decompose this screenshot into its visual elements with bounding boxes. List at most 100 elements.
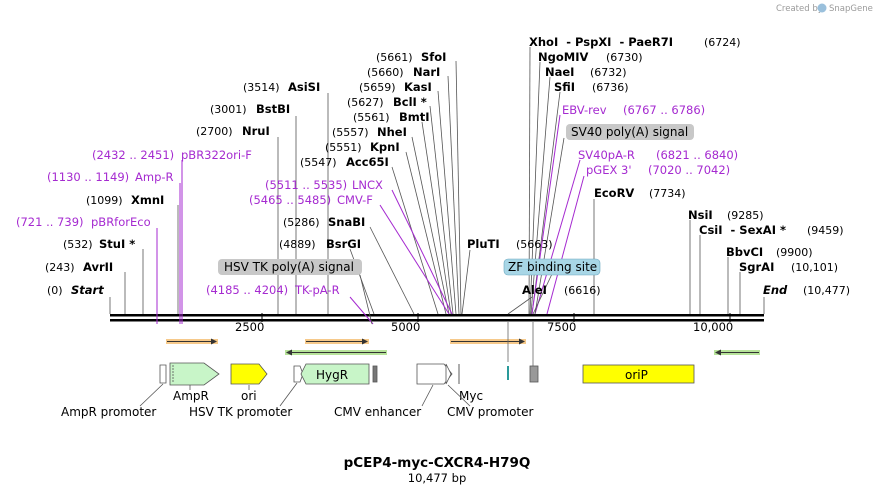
enzyme-name-sfoi: SfoI <box>421 50 446 64</box>
primer-name-pbr322ori-f: pBR322ori-F <box>181 148 252 162</box>
primer-lines <box>156 114 585 325</box>
enzyme-pos-bmti: (5561) <box>353 111 390 124</box>
feature-label-cmv-enhancer: CMV enhancer <box>334 405 421 419</box>
enzyme-pos-xhoi: (6724) <box>704 36 741 49</box>
enzyme-pos-snabi: (5286) <box>283 216 320 229</box>
sv40-polya-label: SV40 poly(A) signal <box>571 125 688 139</box>
enzyme-pos-bcli: (5627) <box>347 96 384 109</box>
enzyme-pos-ecorv: (7734) <box>649 187 686 200</box>
ruler: 2500 5000 7500 10,000 <box>235 313 733 334</box>
backbone <box>110 314 764 322</box>
brand-text: SnapGene <box>829 4 873 14</box>
feature-label-connectors <box>139 382 471 407</box>
enzyme-name-kasi: KasI <box>404 80 432 94</box>
primer-name-amp-r: Amp-R <box>135 170 174 184</box>
enzyme-name-bcli: BclI * <box>393 95 427 109</box>
zf-binding-box: ZF binding site <box>503 258 601 276</box>
orf-arrow-3 <box>305 338 369 345</box>
enzyme-pos-kasi: (5659) <box>359 81 396 94</box>
enzyme-name-csii: CsiI - SexAI * <box>699 223 786 237</box>
enzyme-pos-asisi: (3514) <box>243 81 280 94</box>
enzyme-name-end: End <box>763 283 788 297</box>
plasmid-title: pCEP4-myc-CXCR4-H79Q <box>344 455 531 471</box>
ruler-label-5000: 5000 <box>391 320 420 334</box>
enzyme-pos-nrui: (2700) <box>196 125 233 138</box>
orf-arrow-2 <box>285 349 387 356</box>
primer-name-pgex3: pGEX 3' <box>586 163 632 177</box>
primer-range-pbrforeco: (721 .. 739) <box>16 215 84 229</box>
zf-binding-label: ZF binding site <box>508 260 597 274</box>
enzyme-name-start: Start <box>71 283 104 297</box>
enzyme-name-nsii: NsiI <box>688 208 713 222</box>
feature-label-cmv-promoter: CMV promoter <box>447 405 534 419</box>
enzyme-pos-avrii: (243) <box>45 261 75 274</box>
primer-range-amp-r: (1130 .. 1149) <box>47 170 129 184</box>
plasmid-length: 10,477 bp <box>408 471 467 485</box>
enzyme-name-bmti: BmtI <box>399 110 430 124</box>
feature-ori <box>230 363 268 385</box>
enzyme-pos-sfoi: (5661) <box>376 51 413 64</box>
feature-hygr <box>300 363 370 385</box>
enzyme-name-kpni: KpnI <box>370 140 400 154</box>
enzyme-lines <box>109 46 765 315</box>
enzyme-pos-csii: (9459) <box>807 224 844 237</box>
enzyme-pos-ngomiv: (6730) <box>606 51 643 64</box>
orf-arrow-4 <box>450 338 526 345</box>
feature-label-hsv-tk-promoter: HSV TK promoter <box>189 405 292 419</box>
feature-ampr <box>169 362 220 386</box>
orf-arrow-5 <box>714 349 760 356</box>
enzyme-pos-bbvci: (9900) <box>776 246 813 259</box>
feature-label-ampr-promoter: AmpR promoter <box>61 405 156 419</box>
primer-name-ebv-rev: EBV-rev <box>562 103 607 117</box>
feature-label-ori: ori <box>241 389 257 403</box>
feature-shapes <box>159 362 695 386</box>
enzyme-name-nhei: NheI <box>377 125 407 139</box>
ruler-label-7500: 7500 <box>547 320 576 334</box>
primer-range-sv40pa-r: (6821 .. 6840) <box>656 148 738 162</box>
primer-name-tk-pa-r: TK-pA-R <box>294 283 340 297</box>
enzyme-pos-nhei: (5557) <box>332 126 369 139</box>
feature-label-orip: oriP <box>625 368 648 382</box>
enzyme-name-bsrgi: BsrGI <box>326 237 361 251</box>
enzyme-name-nari: NarI <box>413 65 440 79</box>
enzyme-name-avrii: AvrII <box>83 260 113 274</box>
primer-name-sv40pa-r: SV40pA-R <box>578 148 635 162</box>
enzyme-pos-stui: (532) <box>63 238 93 251</box>
primer-name-lncx: LNCX <box>352 178 383 192</box>
enzyme-name-snabi: SnaBI <box>328 215 365 229</box>
enzyme-pos-naei: (6732) <box>590 66 627 79</box>
primer-range-cmv-f: (5465 .. 5485) <box>249 193 331 207</box>
enzyme-name-naei: NaeI <box>545 65 574 79</box>
enzyme-pos-start: (0) <box>47 284 63 297</box>
hsv-tk-polya-box: HSV TK poly(A) signal <box>218 259 362 275</box>
enzyme-name-bbvci: BbvCI <box>726 245 763 259</box>
snapgene-logo-icon <box>817 3 827 13</box>
enzyme-pos-nari: (5660) <box>367 66 404 79</box>
orf-arrow-1 <box>166 338 218 345</box>
enzyme-name-pluti: PluTI <box>467 237 500 251</box>
feature-label-hygr: HygR <box>316 368 348 382</box>
ruler-label-10000: 10,000 <box>693 320 733 334</box>
enzyme-pos-bstbi: (3001) <box>210 103 247 116</box>
primer-range-tk-pa-r: (4185 .. 4204) <box>206 283 288 297</box>
primer-name-cmv-f: CMV-F <box>337 193 373 207</box>
enzyme-pos-kpni: (5551) <box>325 141 362 154</box>
feature-orip <box>582 364 695 384</box>
enzyme-pos-nsii: (9285) <box>727 209 764 222</box>
enzyme-name-bstbi: BstBI <box>256 102 290 116</box>
enzyme-name-sgrai: SgrAI <box>739 260 774 274</box>
enzyme-name-xhoi: XhoI - PspXI - PaeR7I <box>529 35 673 49</box>
enzyme-name-ecorv: EcoRV <box>594 186 634 200</box>
feature-label-myc: Myc <box>459 389 483 403</box>
enzyme-pos-xmni: (1099) <box>86 194 123 207</box>
enzyme-pos-sgrai: (10,101) <box>791 261 838 274</box>
enzyme-name-alei: AleI <box>522 283 547 297</box>
enzyme-name-stui: StuI * <box>99 237 135 251</box>
primer-range-pgex3: (7020 .. 7042) <box>648 163 730 177</box>
enzyme-name-asisi: AsiSI <box>288 80 320 94</box>
primer-range-ebv-rev: (6767 .. 6786) <box>623 103 705 117</box>
enzyme-pos-bsrgi: (4889) <box>279 238 316 251</box>
enzyme-pos-end: (10,477) <box>803 284 850 297</box>
enzyme-name-sfii: SfiI <box>554 80 575 94</box>
